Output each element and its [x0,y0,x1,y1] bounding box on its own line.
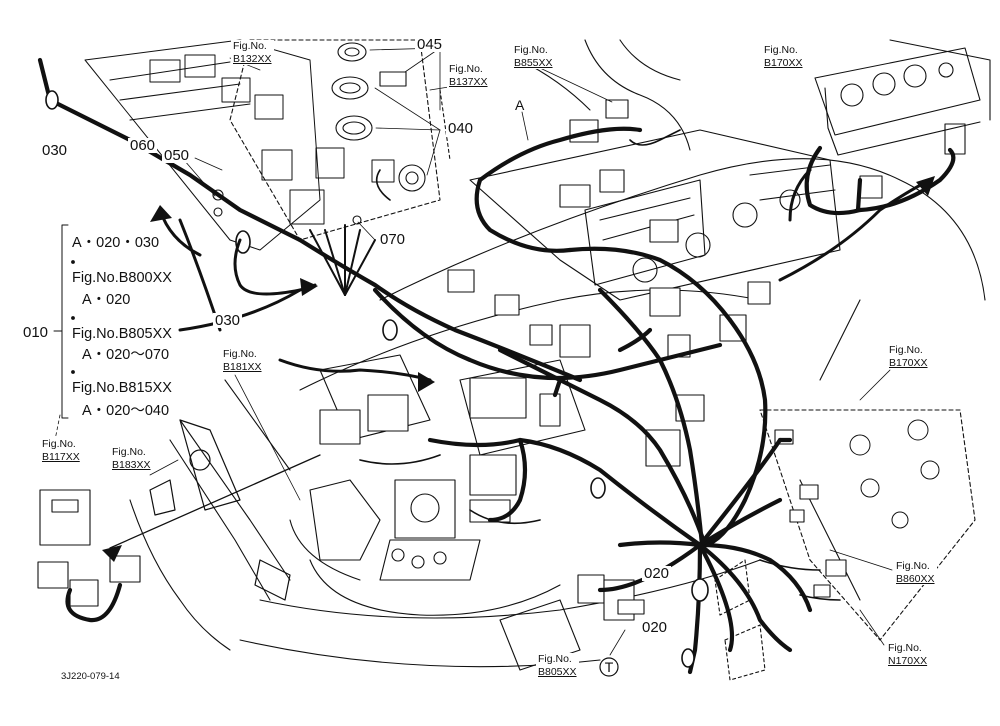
fig-ref-number: B855XX [514,56,553,69]
drawing-number: 3J220-079-14 [61,671,120,682]
fig-ref-number: B137XX [449,75,488,88]
fig-ref-label: Fig.No. [888,642,922,654]
fig-ref-number: B117XX [42,450,80,463]
fig-ref-number: B860XX [896,572,935,585]
legend-line-5: A・020～070 [80,347,172,363]
fig-ref-label: Fig.No. [896,560,930,572]
legend-bracket [53,224,75,419]
legend-line-1: A・020・030 [70,235,162,251]
fig-ref-label: Fig.No. [233,40,267,52]
arrow-heads [102,176,935,562]
fig-ref-number: B170XX [764,56,803,69]
fig-ref-b860: Fig.No. B860XX [894,560,937,586]
marker-a-label: A [515,97,525,113]
marker-t-label: T [604,659,614,675]
lever-assembly [149,419,291,601]
engine-assembly [309,479,481,581]
part-label-050: 050 [162,147,192,164]
part-label-020-upper: 020 [642,565,672,582]
fig-ref-label: Fig.No. [42,438,76,450]
arrow-to-b117 [109,454,321,549]
routing-arrows [158,168,932,382]
fig-ref-label: Fig.No. [223,348,257,360]
part-label-030-lower: 030 [213,312,243,329]
part-label-045: 045 [415,36,445,53]
fig-ref-b137: Fig.No. B137XX [447,63,490,89]
part-label-020-lower: 020 [640,619,670,636]
plate-components [849,419,940,529]
fig-ref-number: B183XX [112,458,151,471]
fig-ref-label: Fig.No. [764,44,798,56]
fig-ref-n170: Fig.No. N170XX [886,642,930,668]
part-label-060: 060 [128,137,158,154]
fig-ref-b855: Fig.No. B855XX [512,44,555,70]
marker-t-circle [599,657,619,677]
grommet-parts [212,42,426,225]
fig-ref-number: N170XX [888,654,928,667]
legend-line-3: A・020 [80,292,133,308]
part-label-030-top: 030 [40,142,70,159]
leader-lines [54,47,893,656]
fig-ref-number: B181XX [223,360,262,373]
fig-ref-b805: Fig.No. B805XX [536,653,579,679]
fig-ref-b183: Fig.No. B183XX [110,446,153,472]
switch-panel-top-right [814,47,981,156]
part-label-010: 010 [21,324,51,341]
part-label-070: 070 [378,231,408,248]
legend-line-4: Fig.No.B805XX [70,326,174,342]
fig-ref-label: Fig.No. [514,44,548,56]
fig-ref-label: Fig.No. [449,63,483,75]
fig-ref-label: Fig.No. [112,446,146,458]
fig-ref-b181: Fig.No. B181XX [221,348,264,374]
fig-ref-b117: Fig.No. B117XX [40,438,82,464]
legend-line-2: Fig.No.B800XX [70,270,174,286]
fig-ref-number: B170XX [889,356,928,369]
fig-ref-b170-right: Fig.No. B170XX [887,344,930,370]
fig-ref-number: B805XX [538,665,577,678]
fig-ref-b132: Fig.No. B132XX [231,40,274,66]
legend-line-6: Fig.No.B815XX [70,380,174,396]
routing-fan [309,224,376,296]
harness-wires [37,57,956,675]
harness-thin-wires [359,129,841,601]
fig-ref-b170-top: Fig.No. B170XX [762,44,805,70]
part-label-040: 040 [446,120,476,137]
fig-ref-number: B132XX [233,52,272,65]
legend-line-7: A・020～040 [80,403,172,419]
fig-ref-label: Fig.No. [538,653,572,665]
harness-clamps [45,90,709,668]
connectors [37,99,966,621]
fig-ref-label: Fig.No. [889,344,923,356]
